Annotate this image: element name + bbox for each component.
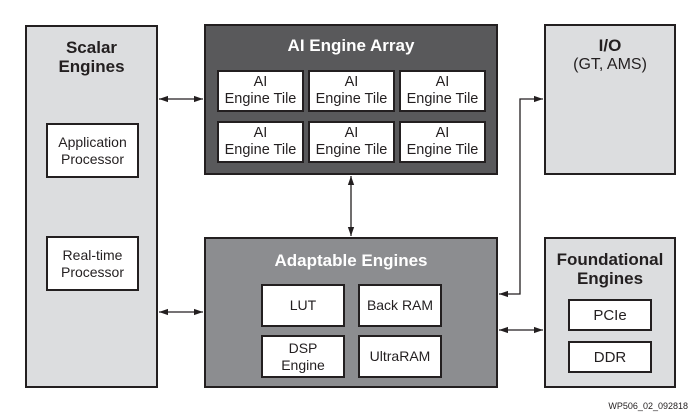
adaptable-engines-block: Adaptable Engines LUT Back RAM DSP Engin… [204,237,498,388]
ai-engine-tile: AI Engine Tile [217,70,304,112]
io-title: I/O [598,36,622,55]
application-processor-box: Application Processor [46,123,139,178]
ai-engine-tile: AI Engine Tile [217,121,304,163]
connector-adaptable-io [499,95,543,298]
ai-engine-tile: AI Engine Tile [399,70,486,112]
foundational-engines-title: Foundational Engines [556,250,664,288]
ai-engine-array-title: AI Engine Array [287,36,415,55]
back-ram-box: Back RAM [358,284,442,327]
foundational-engines-block: Foundational Engines PCIe DDR [544,237,676,388]
figure-id: WP506_02_092818 [608,401,688,411]
real-time-processor-box: Real-time Processor [46,236,139,291]
ai-engine-tile: AI Engine Tile [399,121,486,163]
pcie-box: PCIe [568,299,652,331]
ddr-box: DDR [568,341,652,373]
scalar-engines-block: Scalar Engines Application Processor Rea… [25,25,158,388]
ultraram-box: UltraRAM [358,335,442,378]
ai-engine-array-block: AI Engine Array AI Engine Tile AI Engine… [204,24,498,175]
dsp-engine-box: DSP Engine [261,335,345,378]
io-subtitle: (GT, AMS) [573,56,647,73]
ai-engine-tile: AI Engine Tile [308,121,395,163]
io-block: I/O (GT, AMS) [544,24,676,175]
scalar-engines-title: Scalar Engines [58,38,125,76]
lut-box: LUT [261,284,345,327]
adaptable-engines-title: Adaptable Engines [274,251,428,270]
ai-engine-tile: AI Engine Tile [308,70,395,112]
